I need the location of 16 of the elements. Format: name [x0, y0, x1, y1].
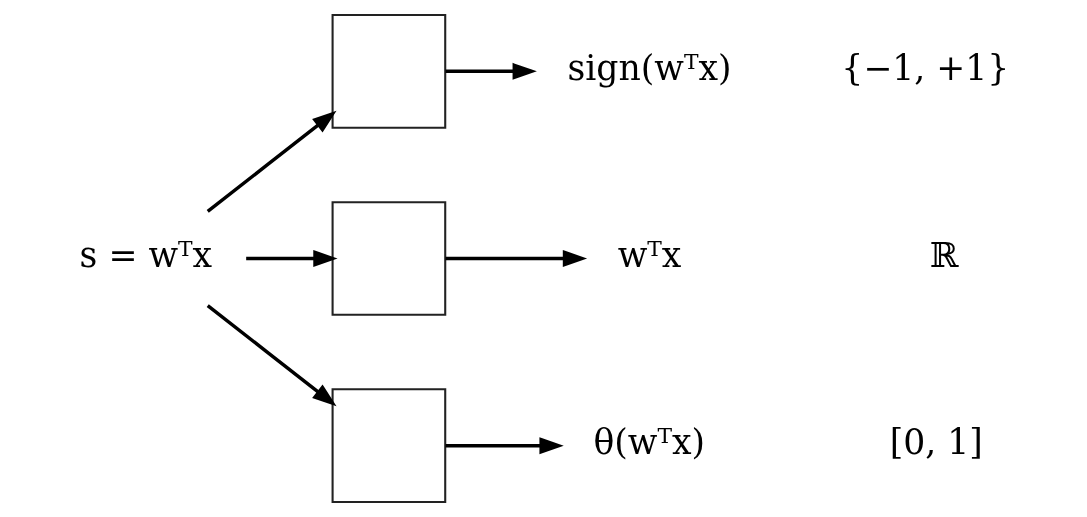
node-box [331, 201, 446, 316]
arrow [245, 250, 338, 267]
node-text: sign(wᵀx) [566, 48, 731, 89]
node-text: wᵀx [617, 235, 681, 276]
node-box [331, 388, 446, 503]
arrow [445, 62, 537, 80]
arrow [445, 250, 587, 267]
node-text: s = wᵀx [79, 235, 212, 276]
node-box [331, 14, 446, 129]
node-label: ℝ [929, 235, 958, 276]
arrow [445, 437, 564, 455]
node-label: {−1, +1} [840, 48, 1009, 89]
arrow [206, 304, 337, 407]
arrow [206, 110, 337, 213]
node-label: [0, 1] [889, 422, 983, 463]
node-text: θ(wᵀx) [592, 422, 705, 463]
